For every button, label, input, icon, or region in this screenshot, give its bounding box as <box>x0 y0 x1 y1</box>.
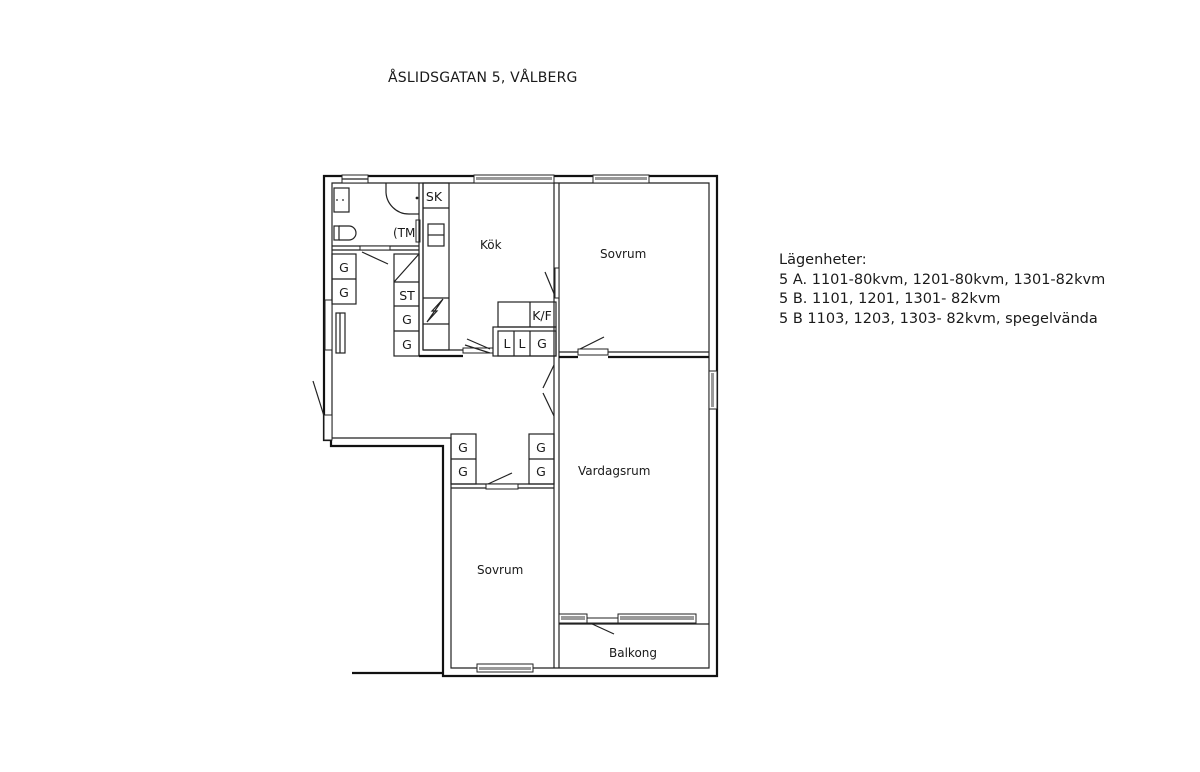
cabinet-label: L <box>504 336 511 351</box>
closet-label: G <box>458 464 468 479</box>
interior-wall-center <box>542 183 560 668</box>
room-label-bedroom-2: Sovrum <box>477 563 523 577</box>
legend-line: 5 A. 1101-80kvm, 1201-80kvm, 1301-82kvm <box>779 271 1106 288</box>
plan-title: ÅSLIDSGATAN 5, VÅLBERG <box>388 70 578 86</box>
fridge-freezer-label: K/F <box>532 308 552 323</box>
window-left <box>324 299 333 351</box>
closet-label: G <box>458 440 468 455</box>
lower-closets: G G G G <box>450 433 555 490</box>
closet-label: G <box>536 464 546 479</box>
windows-top <box>341 174 650 184</box>
bathroom: (TM <box>332 183 421 265</box>
legend-line: 5 B 1103, 1203, 1303- 82kvm, spegelvända <box>779 310 1098 327</box>
closet-label: G <box>402 337 412 352</box>
sink-icon <box>333 187 350 213</box>
balcony: Balkong <box>558 613 709 660</box>
closet-label: G <box>339 260 349 275</box>
legend-heading: Lägenheter: <box>779 252 867 268</box>
apartment-legend: Lägenheter: 5 A. 1101-80kvm, 1201-80kvm,… <box>779 251 1105 329</box>
closet-label: G <box>536 440 546 455</box>
room-label-living-room: Vardagsrum <box>578 464 650 478</box>
left-closets: G G <box>331 253 357 354</box>
room-label-kitchen: Kök <box>480 238 502 252</box>
closet-label: G <box>402 312 412 327</box>
closet-label: G <box>339 285 349 300</box>
storage-label: ST <box>399 288 415 303</box>
entrance-door <box>312 380 333 441</box>
room-label-bedroom-1: Sovrum <box>600 247 646 261</box>
cleaning-closet-label: SK <box>426 189 443 204</box>
toilet-icon <box>333 225 340 241</box>
room-label-balcony: Balkong <box>609 646 657 660</box>
closet-label: G <box>537 336 547 351</box>
hall-cabinets: ST G G <box>393 253 420 357</box>
washing-machine-label: (TM <box>393 226 415 240</box>
kitchen: SK K/F L L G Kök <box>418 182 557 358</box>
bedroom-1: Sovrum <box>559 247 709 359</box>
cabinet-label: L <box>519 336 526 351</box>
legend-line: 5 B. 1101, 1201, 1301- 82kvm <box>779 291 1001 307</box>
outer-walls <box>322 174 719 678</box>
